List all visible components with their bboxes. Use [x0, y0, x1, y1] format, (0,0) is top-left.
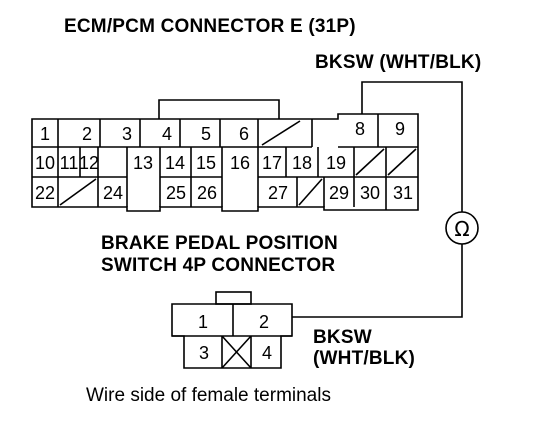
- ecm-pin-7-blank-slash: [261, 120, 301, 146]
- ecm-connector: 1 2 3 4 5 6 8 9 10 11 12 13 14 15 16 17 …: [31, 99, 419, 212]
- wire-meter-to-switch: [292, 244, 463, 318]
- ecm-pin-11: 11: [60, 153, 79, 173]
- ecm-pin-31: 31: [393, 183, 413, 203]
- ecm-pin-25: 25: [166, 183, 186, 203]
- ecm-pin-8: 8: [355, 119, 365, 139]
- ecm-pin-10: 10: [35, 153, 55, 173]
- wire-label-bksw-bottom-1: BKSW: [313, 327, 372, 348]
- ecm-pin-2: 2: [82, 124, 92, 144]
- switch-label-line1: BRAKE PEDAL POSITION: [101, 233, 338, 254]
- ecm-pin-5: 5: [201, 124, 211, 144]
- ecm-pin-20-blank-slash: [355, 148, 385, 176]
- footer-caption: Wire side of female terminals: [86, 385, 331, 406]
- ecm-connector-latch: [158, 99, 280, 119]
- ecm-pin-18: 18: [292, 153, 312, 173]
- ecm-pin-4: 4: [162, 124, 172, 144]
- switch-blank-cross-b: [221, 335, 252, 369]
- ecm-pin-17: 17: [262, 153, 282, 173]
- ecm-pin-13: 13: [133, 153, 153, 173]
- ecm-connector-outline: [31, 113, 419, 212]
- wire-label-bksw-bottom-2: (WHT/BLK): [313, 348, 416, 369]
- switch-pin-3: 3: [199, 343, 209, 363]
- switch-connector: 1 2 3 4: [171, 291, 293, 369]
- ecm-pin-1: 1: [40, 124, 50, 144]
- ecm-pin-6: 6: [239, 124, 249, 144]
- ecm-pin-27: 27: [268, 183, 288, 203]
- ecm-pin-9: 9: [395, 119, 405, 139]
- ecm-pin-12: 12: [79, 153, 99, 173]
- ecm-pin-15: 15: [196, 153, 216, 173]
- ecm-pin-30: 30: [360, 183, 380, 203]
- wire-label-bksw-top: BKSW (WHT/BLK): [315, 52, 482, 73]
- switch-pin-2: 2: [259, 312, 269, 332]
- ecm-pin-21-blank-slash: [387, 148, 417, 176]
- ecm-pin-26: 26: [197, 183, 217, 203]
- ecm-pin-14: 14: [165, 153, 185, 173]
- wire-ecm-to-meter: [361, 81, 463, 212]
- ecm-pin-19: 19: [326, 153, 346, 173]
- page-title: ECM/PCM CONNECTOR E (31P): [64, 16, 356, 37]
- ecm-pin-16: 16: [230, 153, 250, 173]
- switch-label-line2: SWITCH 4P CONNECTOR: [101, 255, 336, 276]
- switch-pin-4: 4: [262, 343, 272, 363]
- switch-latch: [215, 291, 252, 305]
- switch-pin-1: 1: [198, 312, 208, 332]
- ecm-pin-23-blank-slash: [59, 178, 97, 206]
- ecm-pin-3: 3: [122, 124, 132, 144]
- ecm-pin-28-blank-slash: [298, 178, 323, 206]
- ecm-pin-24: 24: [103, 183, 123, 203]
- ohm-icon: Ω: [454, 217, 469, 241]
- test-wire: Ω: [292, 81, 479, 318]
- ecm-pin-22: 22: [35, 183, 55, 203]
- ecm-pin-29: 29: [329, 183, 349, 203]
